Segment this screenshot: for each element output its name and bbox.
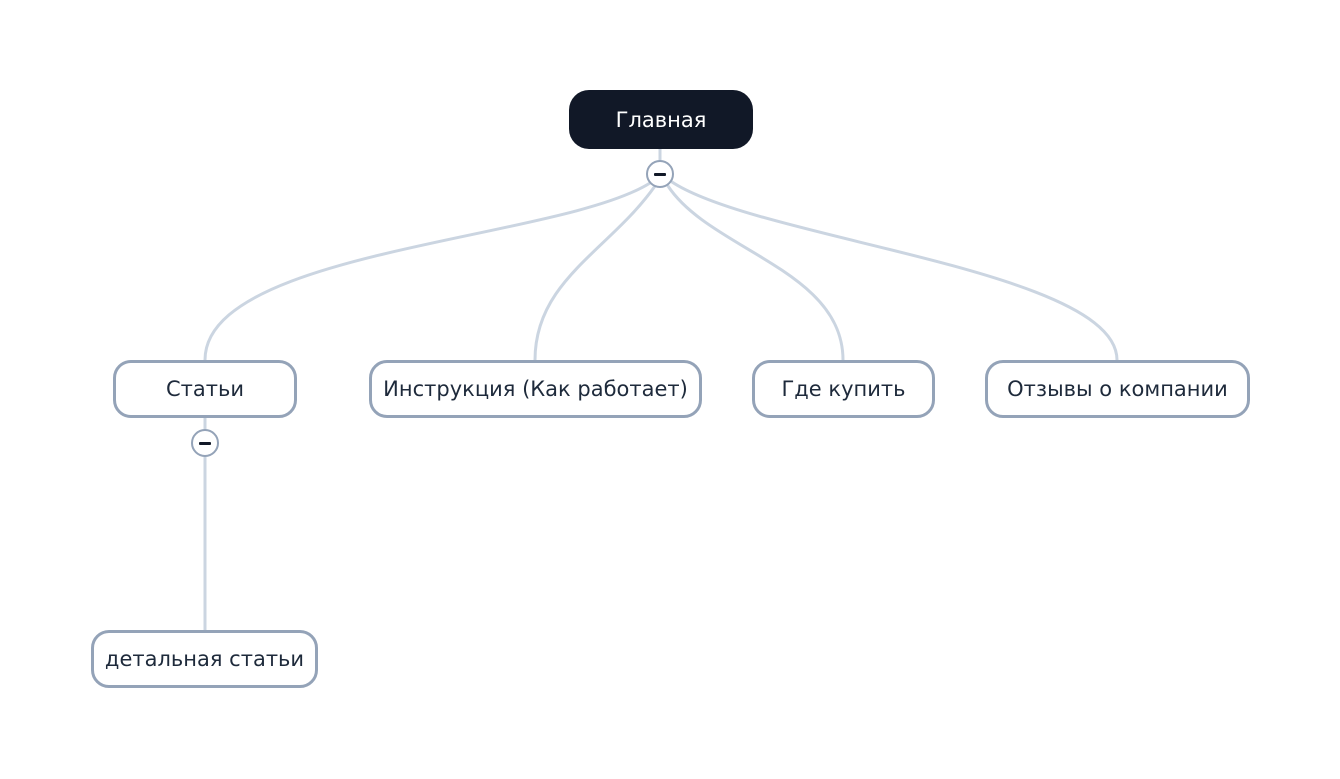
node-label: Статьи: [165, 377, 245, 401]
node-label: Главная: [615, 107, 707, 132]
edge-to-gde-kupit: [666, 184, 845, 362]
minus-icon: [199, 441, 211, 445]
node-detalnaya-stati[interactable]: детальная статьи: [91, 630, 318, 688]
node-root-glavnaya[interactable]: Главная: [569, 90, 753, 149]
edge-to-instrukciya: [533, 184, 657, 362]
node-label: Отзывы о компании: [1007, 377, 1228, 401]
node-otzyvy[interactable]: Отзывы о компании: [985, 360, 1250, 418]
node-instrukciya[interactable]: Инструкция (Как работает): [369, 360, 702, 418]
node-stati[interactable]: Статьи: [113, 360, 297, 418]
collapse-toggle-root[interactable]: [646, 160, 674, 188]
collapse-toggle-stati[interactable]: [191, 429, 219, 457]
node-label: Где купить: [781, 377, 906, 401]
node-gde-kupit[interactable]: Где купить: [752, 360, 935, 418]
node-label: Инструкция (Как работает): [383, 377, 688, 401]
edge-to-otzyvy: [670, 180, 1119, 362]
edge-to-stati: [203, 181, 652, 362]
minus-icon: [654, 172, 666, 176]
node-label: детальная статьи: [104, 647, 305, 671]
